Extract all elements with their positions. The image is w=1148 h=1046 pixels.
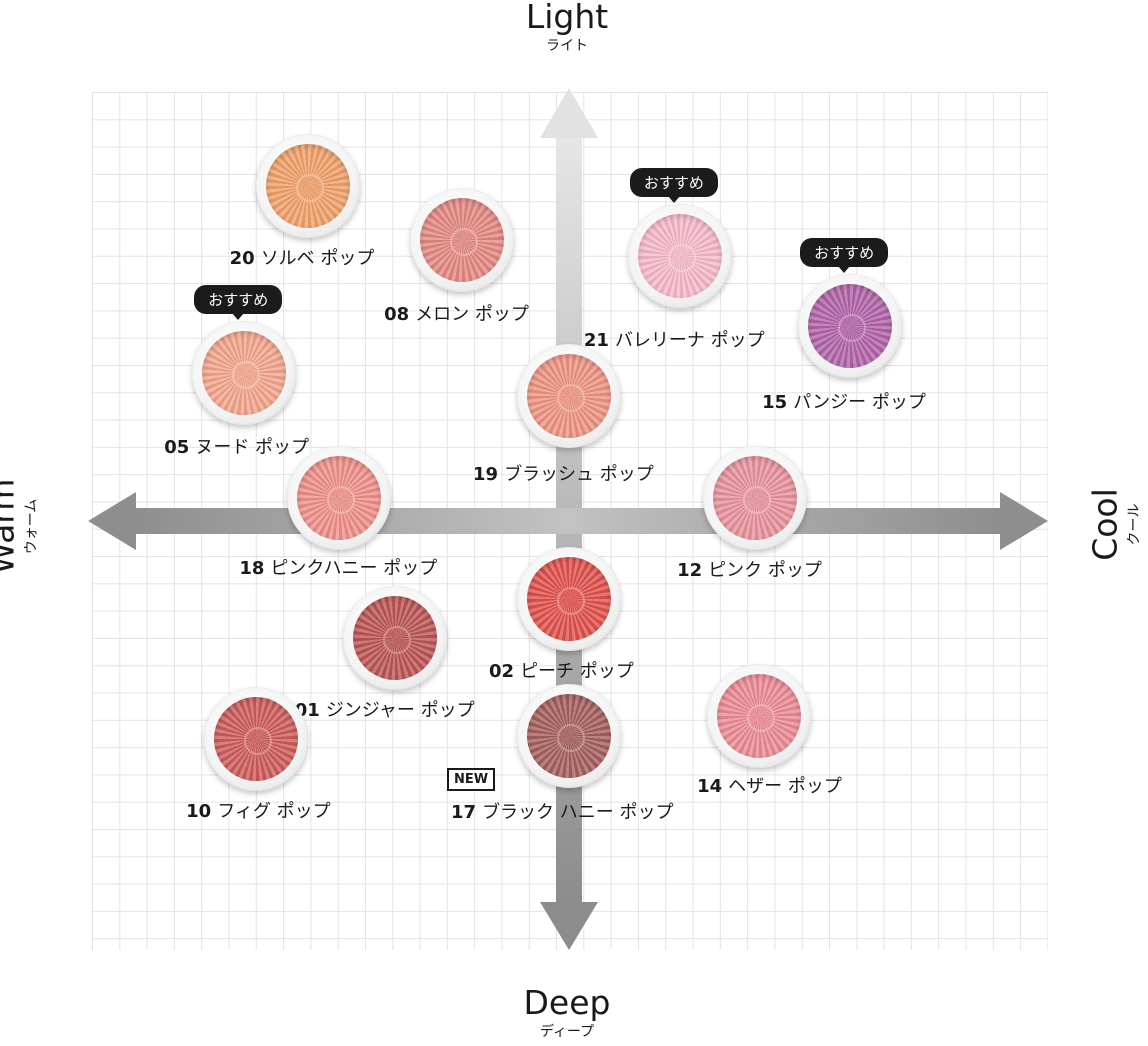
- product-compact-14: [707, 664, 812, 768]
- product-name: ヘザー ポップ: [728, 776, 842, 797]
- blush-pan: [527, 557, 611, 641]
- product-name: ピンク ポップ: [708, 559, 822, 581]
- horizontal-axis-arrow: [88, 492, 1048, 550]
- blush-pan: [420, 198, 505, 283]
- product-compact-08: [410, 188, 515, 293]
- product-name: ピンクハニー ポップ: [270, 557, 438, 579]
- blush-pan: [637, 213, 722, 298]
- product-name: ピーチ ポップ: [520, 661, 634, 682]
- product-number: 12: [677, 559, 703, 581]
- product-compact-20: [255, 133, 360, 238]
- recommended-badge: おすすめ: [800, 238, 889, 273]
- axis-label-light: Light ライト: [525, 0, 609, 54]
- recommended-badge: おすすめ: [629, 167, 718, 203]
- new-badge: NEW: [447, 767, 496, 791]
- product-compact-21: [627, 203, 732, 308]
- blush-pan: [808, 284, 893, 368]
- blush-pan: [527, 354, 611, 439]
- blush-pan: [352, 596, 437, 680]
- product-number: 08: [384, 304, 410, 326]
- product-number: 05: [164, 436, 190, 458]
- product-name: ジンジャー ポップ: [325, 700, 475, 721]
- product-compact-15: [798, 274, 903, 378]
- product-compact-05: [192, 320, 297, 425]
- product-number: 10: [186, 801, 212, 823]
- product-name: ソルベ ポップ: [260, 247, 375, 269]
- product-compact-10: [204, 687, 309, 792]
- product-name: ブラッシュ ポップ: [504, 464, 654, 486]
- product-name: ヌード ポップ: [195, 436, 310, 458]
- product-number: 21: [583, 329, 609, 351]
- blush-pan: [717, 674, 802, 758]
- blush-pan: [527, 693, 611, 778]
- product-number: 02: [489, 661, 515, 682]
- blush-pan: [265, 143, 350, 228]
- product-number: 18: [239, 557, 265, 579]
- product-compact-18: [287, 445, 392, 550]
- product-compact-19: [517, 344, 621, 449]
- product-number: 15: [762, 392, 788, 413]
- product-name: メロン ポップ: [415, 304, 529, 326]
- product-number: 20: [229, 247, 255, 269]
- axis-label-cool: Cool クール: [1085, 488, 1143, 561]
- blush-pan: [214, 697, 299, 782]
- axis-label-warm: Warm ウォーム: [0, 478, 40, 575]
- product-name: ブラック ハニー ポップ: [482, 801, 674, 823]
- product-number: 17: [451, 801, 477, 823]
- recommended-badge: おすすめ: [194, 284, 283, 320]
- axis-label-deep: Deep ディープ: [523, 983, 611, 1040]
- product-compact-17: [517, 683, 621, 788]
- product-name: フィグ ポップ: [217, 801, 331, 823]
- product-name: バレリーナ ポップ: [614, 329, 765, 351]
- product-number: 19: [473, 464, 499, 486]
- blush-pan: [713, 455, 798, 540]
- product-number: 14: [697, 776, 723, 797]
- product-compact-12: [703, 445, 808, 550]
- product-name: パンジー ポップ: [793, 392, 926, 413]
- blush-pan: [297, 455, 382, 540]
- blush-pan: [202, 330, 287, 415]
- product-compact-01: [342, 586, 447, 690]
- product-compact-02: [517, 547, 621, 651]
